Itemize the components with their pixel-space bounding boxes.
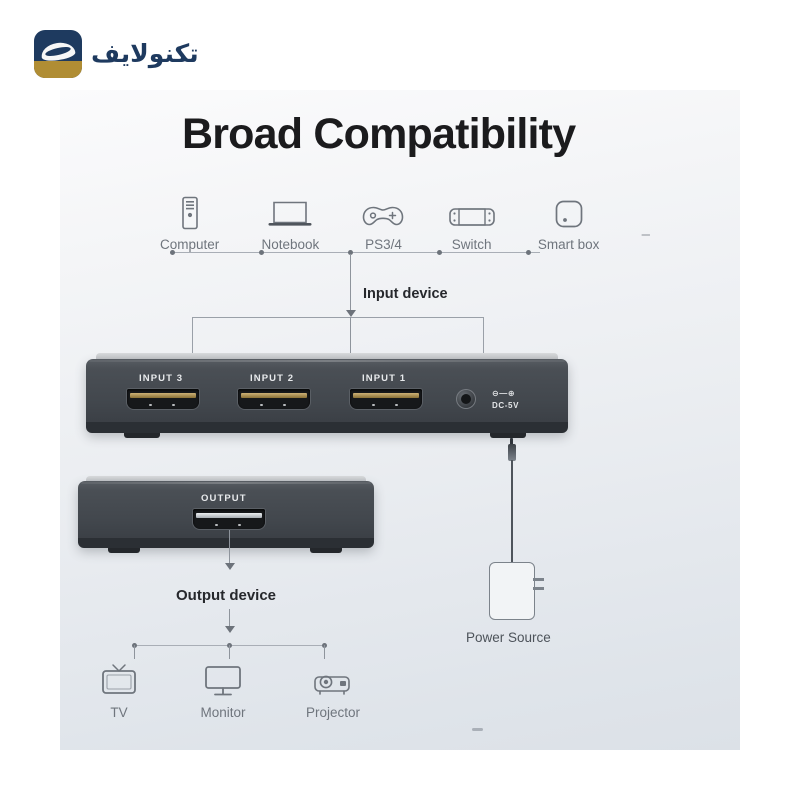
connector-dot bbox=[526, 250, 531, 255]
switch-body-bottom-lip bbox=[86, 422, 568, 433]
notebook-laptop-icon bbox=[267, 190, 313, 230]
gamepad-icon bbox=[361, 190, 405, 230]
monitor-icon bbox=[202, 658, 244, 698]
output-flow-arrow-lower bbox=[225, 626, 235, 633]
switch-foot bbox=[124, 433, 160, 438]
page-title: Broad Compatibility bbox=[182, 110, 576, 158]
connector-dot bbox=[437, 250, 442, 255]
hdmi-port-output bbox=[193, 509, 265, 529]
projector-icon bbox=[311, 658, 355, 698]
adapter-prong bbox=[533, 578, 544, 581]
output-flow-arrow-upper bbox=[225, 563, 235, 570]
switch-body-top-edge bbox=[96, 353, 558, 361]
handheld-console-icon bbox=[448, 190, 496, 230]
input-device-label: Switch bbox=[451, 237, 492, 252]
output-device-monitor: Monitor bbox=[200, 658, 245, 720]
output-device-icon-row: TV Monitor bbox=[98, 658, 360, 720]
smart-box-icon bbox=[553, 190, 585, 230]
input-device-playstation: PS3/4 bbox=[361, 190, 405, 252]
input-device-label: Computer bbox=[160, 237, 220, 252]
dc-rating-label: DC-5V bbox=[492, 401, 520, 410]
output-flow-stem-lower bbox=[229, 609, 230, 629]
port-label-input-2: INPUT 2 bbox=[250, 373, 295, 384]
input-device-notebook: Notebook bbox=[261, 190, 319, 252]
brand-wordmark: تکنولایف bbox=[91, 39, 199, 68]
output-foot bbox=[108, 548, 140, 553]
tv-icon bbox=[98, 658, 140, 698]
output-branch-center bbox=[229, 645, 230, 659]
hdmi-port-input-3 bbox=[127, 389, 199, 409]
adapter-prong bbox=[533, 587, 544, 590]
input-device-icon-row: Computer Notebook bbox=[160, 190, 650, 252]
input-flow-arrow bbox=[346, 310, 356, 317]
input-split-bracket bbox=[192, 317, 484, 356]
dc-polarity-mark: ⊖—⊕ bbox=[492, 389, 516, 398]
output-device-label: Projector bbox=[305, 705, 360, 720]
port-label-output: OUTPUT bbox=[201, 493, 247, 504]
port-label-input-3: INPUT 3 bbox=[139, 373, 184, 384]
output-device-projector: Projector bbox=[306, 658, 360, 720]
output-body-top-edge bbox=[86, 476, 366, 483]
output-branch-left bbox=[134, 645, 135, 659]
computer-tower-icon bbox=[177, 190, 203, 230]
input-device-label: PS3/4 bbox=[365, 237, 402, 252]
dc-plug-tip bbox=[510, 438, 513, 445]
output-body-bottom-lip bbox=[78, 538, 374, 548]
input-device-label: Notebook bbox=[261, 237, 320, 252]
input-connector-line bbox=[172, 252, 540, 253]
power-adapter-icon bbox=[489, 562, 535, 620]
output-device-tv: TV bbox=[98, 658, 140, 720]
output-flow-label: Output device bbox=[176, 587, 277, 604]
ellipsis-dash-icon: – bbox=[641, 225, 650, 243]
input-device-computer: Computer bbox=[160, 190, 219, 252]
input-device-switch: Switch bbox=[448, 190, 496, 252]
input-device-smartbox: Smart box bbox=[537, 190, 600, 252]
bottom-marker-icon bbox=[472, 728, 483, 731]
output-branch-right bbox=[324, 645, 325, 659]
dc-jack-icon bbox=[456, 389, 476, 409]
input-split-center bbox=[350, 317, 351, 355]
connector-dot bbox=[170, 250, 175, 255]
power-source-label: Power Source bbox=[466, 630, 551, 645]
hdmi-port-input-2 bbox=[238, 389, 310, 409]
input-device-label: Smart box bbox=[537, 237, 600, 252]
connector-dot bbox=[259, 250, 264, 255]
dc-barrel-plug bbox=[507, 444, 516, 461]
output-device-label: Monitor bbox=[200, 705, 246, 720]
hdmi-port-input-1 bbox=[350, 389, 422, 409]
product-infographic-panel: Broad Compatibility Computer bbox=[60, 90, 740, 750]
output-foot bbox=[310, 548, 342, 553]
switch-foot bbox=[490, 433, 526, 438]
connector-dot bbox=[348, 250, 353, 255]
input-flow-label: Input device bbox=[363, 286, 448, 302]
power-cable bbox=[510, 460, 513, 564]
brand-logo: تکنولایف bbox=[34, 24, 224, 84]
port-label-input-1: INPUT 1 bbox=[362, 373, 407, 384]
brand-mark-icon bbox=[34, 30, 82, 78]
output-flow-stem-upper bbox=[229, 530, 230, 566]
output-device-label: TV bbox=[110, 705, 128, 720]
input-flow-stem bbox=[350, 254, 351, 313]
